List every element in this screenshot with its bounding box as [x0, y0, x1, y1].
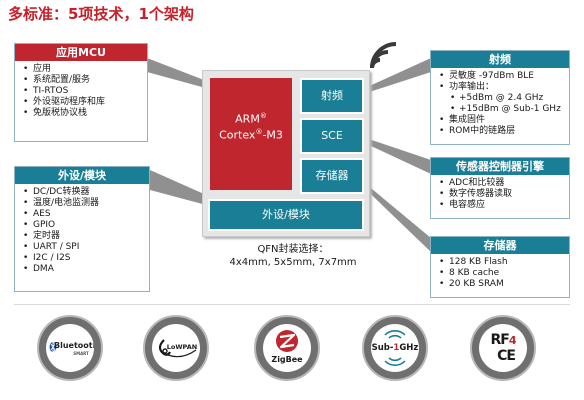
- registered-mark: ®: [259, 112, 267, 120]
- mcu-item: TI-RTOS: [23, 86, 143, 97]
- sub1ghz-digit: 1: [393, 343, 400, 353]
- package-line-2: 4x4mm, 5x5mm, 7x7mm: [229, 257, 357, 268]
- cpu-brand: ARM: [235, 112, 260, 126]
- peripherals-callout: 外设/模块 DC/DC转换器 温度/电池监测器 AES GPIO 定时器 UAR…: [14, 166, 150, 292]
- sub1ghz-suffix: GHz: [399, 343, 419, 353]
- 6lowpan-label: LoWPAN: [166, 343, 198, 351]
- sub1ghz-prefix: Sub-: [371, 343, 394, 353]
- mcu-item: 应用: [23, 64, 143, 75]
- connector-memory: [354, 174, 431, 252]
- sensor-item: 电容感应: [439, 200, 565, 211]
- cpu-core-block: ARM® Cortex®-M3: [210, 78, 292, 190]
- rf4ce-suffix: CE: [497, 348, 516, 364]
- package-options: QFN封装选择： 4x4mm, 5x5mm, 7x7mm: [210, 243, 376, 269]
- mcu-item: 系统配置/服务: [23, 75, 143, 86]
- rf-item: 集成固件: [439, 115, 565, 126]
- sub1ghz-logo-icon: Sub-1GHz: [362, 315, 428, 381]
- bluetooth-logo-icon: Bluetooth SMART: [37, 315, 103, 381]
- cpu-core-name: Cortex: [219, 128, 256, 142]
- rf4ce-digit: 4: [508, 334, 517, 347]
- rf4ce-top: RF4: [479, 332, 527, 348]
- rf-item: ROM中的链路层: [439, 126, 565, 137]
- mcu-item: 免版税协议栈: [23, 108, 143, 119]
- memory-item: 20 KB SRAM: [439, 279, 565, 290]
- package-line-1: QFN封装选择：: [257, 244, 329, 255]
- sub1ghz-waves-icon: [384, 330, 406, 366]
- cpu-core-suffix: -M3: [262, 128, 283, 142]
- memory-callout-title: 存储器: [431, 237, 569, 254]
- mcu-item: 外设驱动程序和库: [23, 97, 143, 108]
- zigbee-z-icon: [276, 330, 298, 352]
- memory-callout: 存储器 128 KB Flash 8 KB cache 20 KB SRAM: [430, 236, 570, 298]
- mcu-callout-title: 应用MCU: [15, 44, 147, 61]
- registered-mark: ®: [255, 127, 263, 136]
- peripheral-item: DMA: [23, 264, 145, 275]
- headline: 多标准：5项技术，1个架构: [8, 5, 194, 23]
- sensor-item: ADC和比较器: [439, 178, 565, 189]
- divider: [14, 304, 570, 305]
- sce-block: SCE: [300, 118, 364, 154]
- peripheral-item: 定时器: [23, 231, 145, 242]
- connector-sensor: [354, 134, 431, 174]
- rf-block: 射频: [300, 78, 364, 114]
- sensor-engine-callout: 传感器控制器引擎 ADC和比较器 数字传感器读取 电容感应: [430, 157, 570, 219]
- memory-item: 128 KB Flash: [439, 257, 565, 268]
- peripheral-item: 温度/电池监测器: [23, 198, 145, 209]
- rf-item: 功率输出：: [439, 82, 565, 93]
- rf4ce-prefix: RF: [490, 332, 510, 348]
- bluetooth-label: Bluetooth: [54, 341, 94, 350]
- bluetooth-smart-tag: SMART: [73, 351, 89, 356]
- peripherals-block: 外设/模块: [208, 199, 364, 231]
- memory-block: 存储器: [300, 158, 364, 194]
- bluetooth-rune-icon: [49, 341, 57, 353]
- mcu-callout: 应用MCU 应用 系统配置/服务 TI-RTOS 外设驱动程序和库 免版税协议栈: [14, 43, 148, 142]
- rf-subitem: +5dBm @ 2.4 GHz: [439, 93, 565, 104]
- zigbee-logo-icon: ZigBee: [254, 315, 320, 381]
- peripheral-item: UART / SPI: [23, 242, 145, 253]
- 6lowpan-logo-icon: LoWPAN: [143, 315, 209, 381]
- peripheral-item: DC/DC转换器: [23, 187, 145, 198]
- rf-subitem: +15dBm @ Sub-1 GHz: [439, 104, 565, 115]
- memory-item: 8 KB cache: [439, 268, 565, 279]
- 6lowpan-swoosh-icon: [158, 339, 197, 358]
- rf-callout: 射频 灵敏度 -97dBm BLE 功率输出： +5dBm @ 2.4 GHz …: [430, 50, 570, 145]
- peripheral-item: AES: [23, 209, 145, 220]
- rf-callout-title: 射频: [431, 51, 569, 68]
- sensor-engine-callout-title: 传感器控制器引擎: [431, 158, 569, 175]
- sub1ghz-label: Sub-1GHz: [371, 343, 419, 353]
- rf4ce-logo-icon: RF4 CE: [470, 315, 536, 381]
- connector-rf: [354, 58, 431, 97]
- rf-item: 灵敏度 -97dBm BLE: [439, 71, 565, 82]
- wifi-signal-icon: [370, 42, 397, 69]
- peripheral-item: I2C / I2S: [23, 253, 145, 264]
- sensor-item: 数字传感器读取: [439, 189, 565, 200]
- peripheral-item: GPIO: [23, 220, 145, 231]
- peripherals-callout-title: 外设/模块: [15, 167, 149, 184]
- zigbee-label: ZigBee: [271, 355, 303, 364]
